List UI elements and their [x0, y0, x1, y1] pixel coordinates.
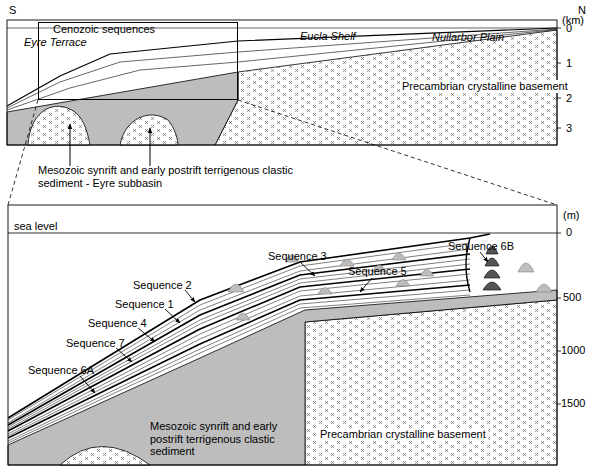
axis-tick: 500 [563, 291, 581, 304]
sequence-strata [8, 234, 490, 418]
reef-mound [228, 253, 552, 320]
region-name: Eyre Terrace [24, 36, 87, 49]
axis-unit: (km) [562, 14, 584, 27]
box-heading: Cenozoic sequences [53, 23, 155, 36]
sequence-label: Sequence 2 [133, 279, 192, 292]
unit-label: Mesozoic synrift and early postrift terr… [38, 164, 293, 189]
reef-mound [228, 284, 244, 292]
axis-tick: 1000 [561, 344, 585, 357]
reef-mound [518, 263, 534, 272]
zoom-leader [238, 100, 557, 205]
cenozoic-strata [7, 30, 557, 111]
unit-label: Precambrian crystalline basement [400, 80, 570, 93]
panel-frame [557, 233, 561, 404]
subbasin-region [120, 115, 178, 145]
axis-tick: 0 [566, 22, 572, 35]
reef-mound [420, 270, 434, 277]
sequence-label: Sequence 7 [66, 337, 125, 350]
pointer-arrow [150, 128, 151, 166]
sequence-strata [8, 259, 470, 427]
subbasin-region [28, 106, 90, 145]
subbasin-region [7, 72, 238, 145]
cenozoic-strata [7, 29, 557, 108]
reef-mound [392, 253, 406, 260]
sequence-label: Sequence 3 [268, 250, 327, 263]
panel-frame [8, 205, 557, 465]
mesozoic-region [60, 447, 150, 466]
region-name: Nullarbor Plain [432, 31, 504, 44]
reef-mound [236, 313, 250, 320]
axis-unit: (m) [563, 209, 580, 222]
basement-region [305, 300, 557, 465]
reef-mound [396, 280, 410, 287]
pointer-arrow [70, 124, 150, 166]
axis-tick: 2 [566, 92, 572, 105]
pointer-arrow [138, 328, 155, 342]
sequence-label: Sequence 6B [448, 240, 514, 253]
pointer-arrow [165, 309, 180, 323]
pointer-arrow [116, 348, 132, 362]
sequence-strata [8, 274, 470, 434]
reef-mound [536, 284, 552, 292]
pointer-arrow [70, 124, 71, 166]
cenozoic-strata [7, 28, 557, 106]
panel-frame [8, 205, 561, 465]
reef-mound [318, 288, 332, 295]
sequence-strata [8, 234, 490, 443]
axis-tick: 1 [566, 57, 572, 70]
stacked-reef [485, 258, 499, 266]
stacked-reef [483, 282, 501, 290]
sequence-label: Sequence 1 [115, 298, 174, 311]
region-name: Eucla Shelf [300, 30, 356, 43]
pointer-arrow [80, 252, 488, 393]
sequence-strata [8, 243, 470, 420]
axis-tick: 1500 [561, 397, 585, 410]
subbasin-region [7, 72, 238, 145]
zoom-box: Cenozoic sequences [38, 22, 238, 100]
pointer-arrow [360, 278, 372, 292]
sequence-strata [8, 254, 470, 425]
zoom-leader [8, 100, 557, 205]
pointer-arrow [185, 290, 195, 302]
direction-label: S [9, 4, 16, 17]
sequence-strata [8, 269, 470, 431]
pointer-arrow [480, 252, 488, 262]
sequence-label: Sequence 4 [88, 317, 147, 330]
zoom-leader [8, 100, 38, 205]
cenozoic-strata [7, 28, 557, 110]
basement-region [305, 300, 557, 465]
axis-tick: 0 [566, 226, 572, 239]
sequence-label: Sequence 6A [28, 364, 94, 377]
pointer-arrow [80, 376, 95, 393]
panel-frame [557, 28, 561, 128]
pointer-arrow [300, 262, 315, 276]
reef-mound [340, 259, 354, 266]
sequence-strata [8, 264, 470, 429]
stacked-reef [484, 270, 500, 278]
panel-frame [8, 233, 557, 234]
datum-label: sea level [14, 220, 57, 233]
stacked-reef [483, 246, 501, 290]
unit-label: Precambrian crystalline basement [318, 428, 488, 441]
sequence-label: Sequence 5 [348, 265, 407, 278]
sequence-strata [8, 280, 470, 436]
axis-tick: 3 [566, 122, 572, 135]
sequence-strata [8, 249, 470, 423]
unit-label: Mesozoic synrift and early postrift terr… [150, 420, 290, 458]
